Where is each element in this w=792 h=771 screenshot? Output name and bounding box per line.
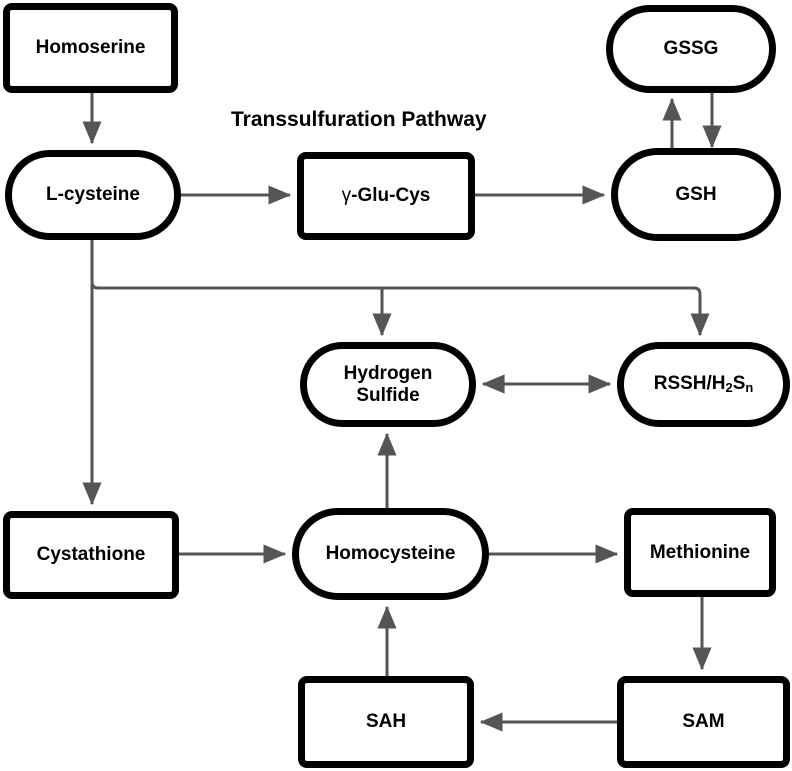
node-label-sah: SAH	[365, 711, 407, 733]
node-label-rssh-h2sn: RSSH/H2Sn	[653, 373, 754, 396]
node-label-sam: SAM	[682, 711, 725, 733]
node-label-homocysteine: Homocysteine	[325, 543, 456, 565]
node-label-hydrogen-sulfide: Hydrogen Sulfide	[343, 363, 433, 406]
node-l-cysteine[interactable]: L-cysteine	[5, 150, 181, 240]
node-sam[interactable]: SAM	[617, 676, 790, 768]
page-title: Transsulfuration Pathway	[231, 108, 487, 131]
node-gsh[interactable]: GSH	[611, 148, 781, 241]
node-label-homoserine: Homoserine	[35, 37, 146, 59]
node-homoserine[interactable]: Homoserine	[3, 3, 178, 93]
edge-lcysteine-to-rssh	[382, 286, 710, 337]
node-homocysteine[interactable]: Homocysteine	[292, 508, 489, 600]
node-label-cystathione: Cystathione	[36, 544, 146, 566]
node-label-gsh: GSH	[675, 183, 717, 205]
node-label-methionine: Methionine	[649, 541, 751, 563]
node-methionine[interactable]: Methionine	[624, 508, 776, 597]
node-hydrogen-sulfide[interactable]: Hydrogen Sulfide	[300, 342, 476, 427]
node-label-l-cysteine: L-cysteine	[46, 184, 140, 206]
node-sah[interactable]: SAH	[298, 676, 474, 768]
node-rssh-h2sn[interactable]: RSSH/H2Sn	[617, 342, 790, 427]
node-label-gssg: GSSG	[663, 38, 719, 60]
node-cystathione[interactable]: Cystathione	[3, 511, 179, 599]
node-gamma-glu-cys[interactable]: γ-Glu-Cys	[297, 152, 475, 240]
node-gssg[interactable]: GSSG	[606, 5, 776, 93]
node-label-gamma-glu-cys: γ-Glu-Cys	[341, 185, 431, 207]
edge-lcysteine-to-hydrogen-sulfide	[90, 266, 392, 337]
